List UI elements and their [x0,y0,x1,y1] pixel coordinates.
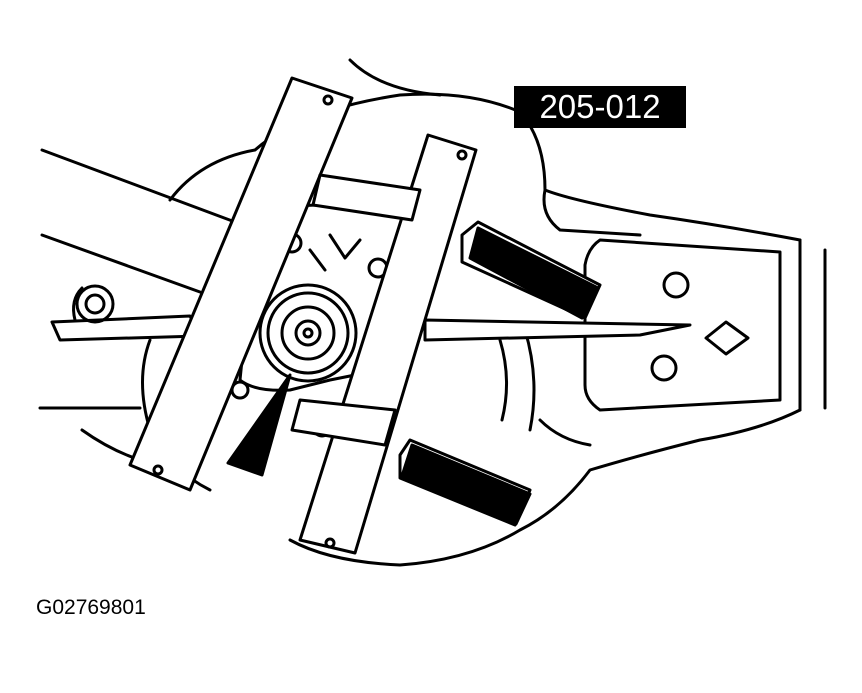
puller-bar-left [128,76,354,492]
puller-rod [423,318,692,342]
tool-number-label: 205-012 [514,86,686,128]
cross-yoke [290,173,422,447]
pinion-flange [258,283,358,383]
figure-id: G02769801 [36,596,146,619]
screw-lower [398,438,532,527]
arrow-icon [226,373,292,477]
axle-tube [38,148,237,410]
screw-upper [460,220,602,320]
bracket [583,238,782,412]
